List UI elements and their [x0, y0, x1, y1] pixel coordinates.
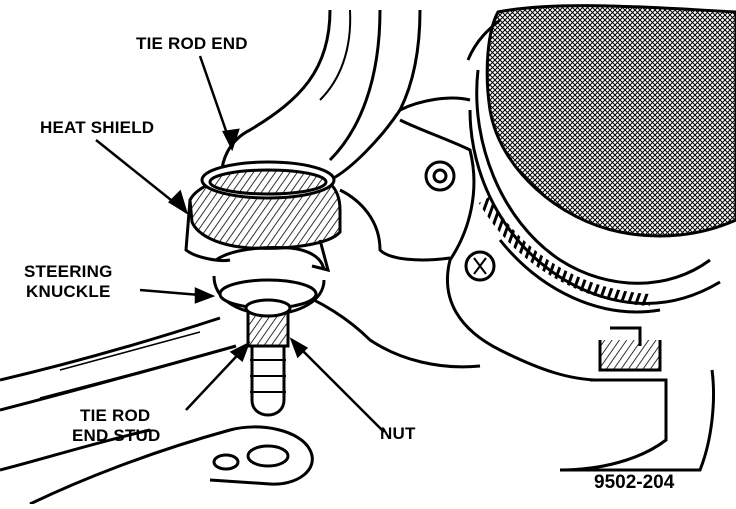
tie-rod-end-stud-label-line1: TIE ROD — [80, 406, 151, 425]
rotor-hub-assembly — [466, 4, 736, 314]
nut-label: NUT — [380, 424, 416, 443]
tie-rod-end-stud — [244, 298, 292, 417]
steering-knuckle-label-line2: KNUCKLE — [26, 282, 111, 301]
lower-ball-joint-bracket — [559, 326, 715, 472]
tie-rod — [0, 316, 314, 506]
heat-shield-label: HEAT SHIELD — [40, 118, 155, 137]
tie-rod-end-label: TIE ROD END — [136, 34, 248, 53]
tie-rod-end-stud-label-line2: END STUD — [72, 426, 161, 445]
steering-knuckle-label-line1: STEERING — [24, 262, 113, 281]
upper-control-arm — [220, 9, 471, 182]
figure-reference-number: 9502-204 — [594, 472, 675, 493]
tie-rod-end-socket — [212, 246, 326, 316]
steering-knuckle-body — [289, 118, 601, 382]
heat-shield — [184, 160, 342, 273]
leader-lines — [95, 55, 385, 433]
